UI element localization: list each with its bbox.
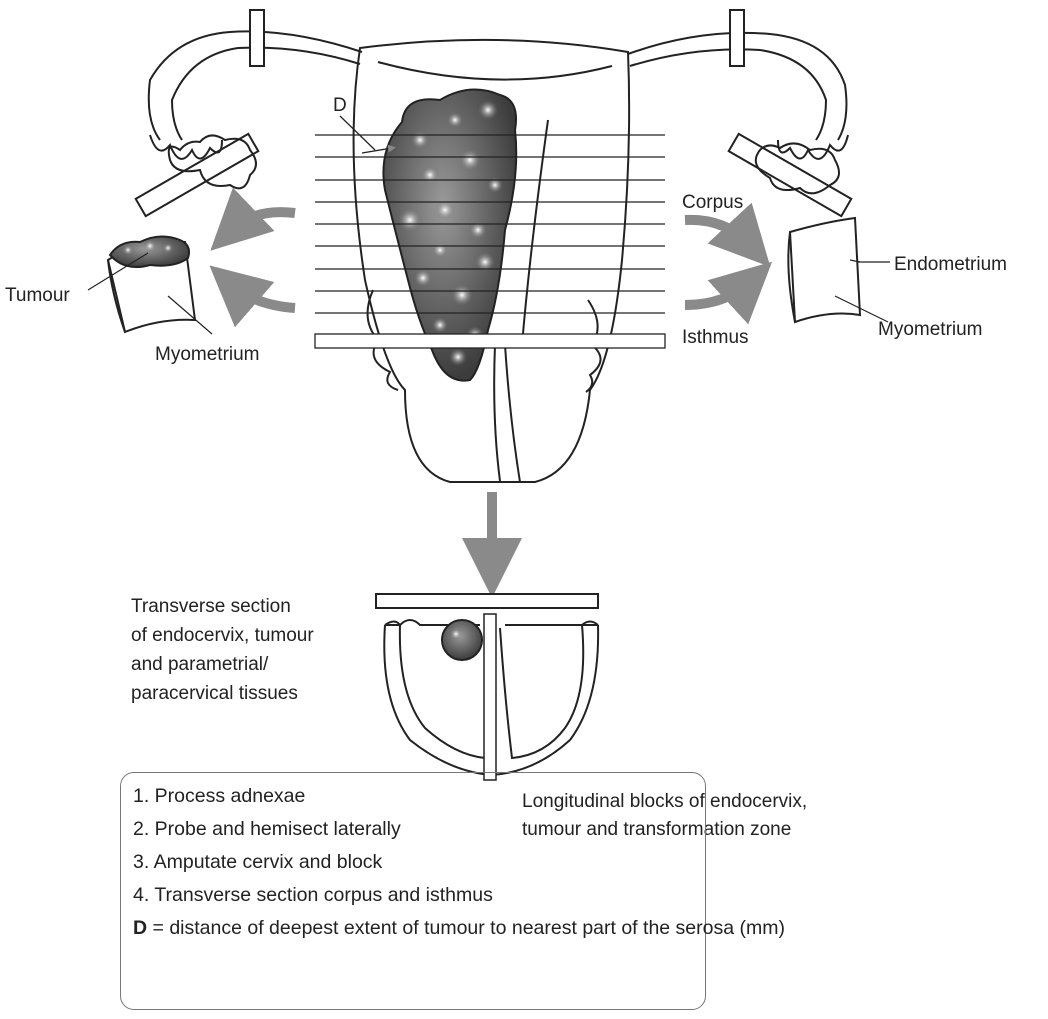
- transverse-section-line-3: and parametrial/: [131, 654, 269, 675]
- legend-d-key: D: [133, 917, 147, 939]
- right-adnexa: [628, 10, 851, 216]
- left-block: [88, 236, 212, 334]
- legend-box: 1. Process adnexae 2. Probe and hemisect…: [120, 772, 706, 1010]
- legend-step-3: 3. Amputate cervix and block: [133, 846, 705, 879]
- corpus-label: Corpus: [682, 192, 743, 213]
- cervical-canal: [494, 345, 500, 481]
- transverse-section-line-2: of endocervix, tumour: [131, 625, 314, 646]
- right-block: [788, 218, 890, 322]
- myometrium-left-label: Myometrium: [155, 344, 260, 365]
- myometrium-right-label: Myometrium: [878, 319, 983, 340]
- legend-d-definition: D = distance of deepest extent of tumour…: [133, 912, 705, 945]
- fundus-arc: [378, 62, 612, 80]
- transverse-section-line-1: Transverse section: [131, 596, 291, 617]
- d-marker: D: [333, 95, 392, 153]
- cervix-section: [376, 594, 598, 780]
- legend-step-1: 1. Process adnexae: [133, 780, 705, 813]
- endometrium-label: Endometrium: [894, 254, 1007, 275]
- isthmus-label: Isthmus: [682, 327, 749, 348]
- left-adnexa: [136, 10, 362, 216]
- legend-step-2: 2. Probe and hemisect laterally: [133, 813, 705, 846]
- legend-d-text: = distance of deepest extent of tumour t…: [147, 917, 785, 939]
- d-label: D: [333, 95, 347, 116]
- transverse-section-line-4: paracervical tissues: [131, 683, 298, 704]
- legend-step-4: 4. Transverse section corpus and isthmus: [133, 879, 705, 912]
- tumour-label: Tumour: [5, 285, 70, 306]
